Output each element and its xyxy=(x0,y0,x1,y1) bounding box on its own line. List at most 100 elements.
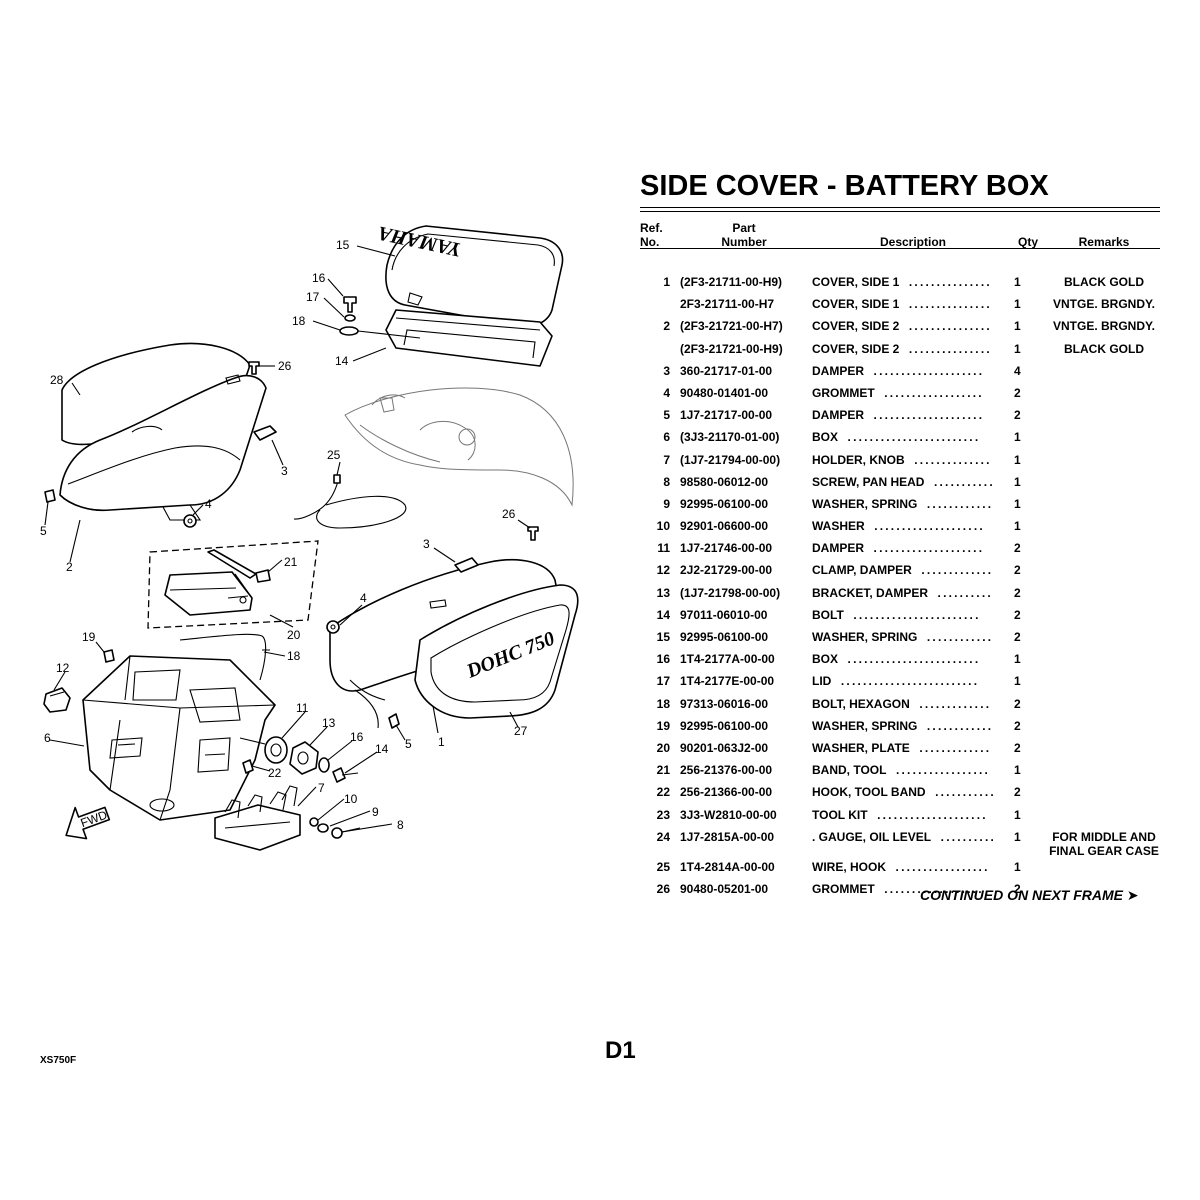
part-grommet-left xyxy=(183,514,197,528)
part-number-cell: 1J7-21717-00-00 xyxy=(680,408,773,423)
qty-cell: 1 xyxy=(1014,452,1021,467)
title-rule-bottom xyxy=(640,211,1160,212)
part-number-cell: 97011-06010-00 xyxy=(680,607,768,622)
callout-19: 17 xyxy=(306,290,320,304)
callout-22a: 19 xyxy=(82,630,96,644)
callout-5a: 5 xyxy=(40,524,47,538)
part-grommet-top xyxy=(248,361,260,375)
qty-cell: 1 xyxy=(1014,652,1021,667)
qty-cell: 1 xyxy=(1014,275,1021,289)
remarks-cell xyxy=(1048,628,1160,650)
remarks-cell xyxy=(1048,672,1160,694)
callout-28: 28 xyxy=(50,373,64,387)
part-number-cell: 92995-06100-00 xyxy=(680,718,769,733)
qty-cell: 2 xyxy=(1014,563,1021,578)
callout-14: 14 xyxy=(375,742,389,756)
description-cell: DAMPER .................... xyxy=(812,541,985,556)
qty-cell: 2 xyxy=(1014,607,1021,622)
model-code: XS750F xyxy=(40,1055,77,1066)
part-bolt-14 xyxy=(332,767,359,783)
part-grommet-right xyxy=(326,620,340,634)
title-rule-top xyxy=(640,207,1160,208)
page-title: SIDE COVER - BATTERY BOX xyxy=(640,170,1049,202)
description-cell: WASHER, PLATE ............. xyxy=(812,740,992,755)
remarks-cell xyxy=(1048,451,1160,473)
callout-25: 25 xyxy=(327,448,341,462)
callout-22b: 22 xyxy=(268,766,282,780)
callout-23: 20 xyxy=(287,628,301,642)
remarks-cell xyxy=(1048,406,1160,428)
callout-21: 18 xyxy=(287,649,301,663)
description-cell: WASHER .................... xyxy=(812,519,985,534)
remarks-cell xyxy=(1048,739,1160,761)
part-wire-hook xyxy=(293,474,407,529)
part-bracket-damper xyxy=(289,741,319,775)
callout-3b: 3 xyxy=(423,537,430,551)
description-cell: WASHER, SPRING ............ xyxy=(812,630,994,644)
ref-cell xyxy=(640,295,676,317)
part-number-cell: (2F3-21721-00-H7) xyxy=(680,319,783,334)
ref-cell: 2 xyxy=(663,319,670,334)
remarks-cell xyxy=(1048,384,1160,406)
part-number-cell: 1T4-2177E-00-00 xyxy=(680,674,775,689)
description-cell: DAMPER .................... xyxy=(812,408,985,423)
parts-table-body: 1(2F3-21711-00-H9)COVER, SIDE 1 ........… xyxy=(640,252,1160,902)
ref-cell: 6 xyxy=(663,430,670,445)
description-cell: HOOK, TOOL BAND ........... xyxy=(812,785,996,800)
callout-16: 14 xyxy=(335,354,349,368)
part-damper-11 xyxy=(239,736,288,764)
callout-13: 13 xyxy=(322,716,336,730)
description-cell: SCREW, PAN HEAD ........... xyxy=(812,474,995,489)
qty-cell: 1 xyxy=(1014,496,1021,511)
remarks-cell xyxy=(1048,783,1160,805)
ref-cell: 7 xyxy=(663,452,670,467)
part-screw-8 xyxy=(331,827,361,839)
fwd-label: FWD xyxy=(79,808,110,831)
description-cell: COVER, SIDE 1 ............... xyxy=(812,297,992,312)
callout-26a: 26 xyxy=(278,359,292,373)
qty-cell: 2 xyxy=(1014,785,1021,800)
ref-cell: 14 xyxy=(656,607,670,622)
page-number: D1 xyxy=(605,1037,636,1064)
callout-27: 27 xyxy=(514,724,528,738)
callout-10: 10 xyxy=(344,792,358,806)
description-cell: BAND, TOOL ................. xyxy=(812,763,991,778)
part-hook-lower xyxy=(242,759,254,774)
part-washer-15 xyxy=(318,757,330,773)
header-description: Description xyxy=(879,235,946,249)
callout-4a: 4 xyxy=(205,497,212,511)
remarks-cell: VNTGE. BRGNDY. xyxy=(1052,319,1155,334)
qty-cell: 2 xyxy=(1014,881,1021,896)
description-cell: BRACKET, DAMPER .......... xyxy=(812,585,993,600)
part-number-cell: 92995-06100-00 xyxy=(680,496,769,511)
ref-cell: 8 xyxy=(663,474,670,489)
table-row: 6(3J3-21170-01-00)BOX ..................… xyxy=(640,428,1160,450)
qty-cell: 2 xyxy=(1014,385,1021,400)
qty-cell: 1 xyxy=(1014,297,1021,312)
remarks-cell xyxy=(1048,362,1160,384)
qty-cell: 2 xyxy=(1014,585,1021,600)
part-number-cell: (2F3-21721-00-H9) xyxy=(680,341,783,356)
part-side-cover-1 xyxy=(59,342,267,521)
description-cell: COVER, SIDE 1 ............... xyxy=(812,275,992,289)
part-grommet-26-right xyxy=(527,526,539,541)
ref-cell: 13 xyxy=(656,585,670,600)
exploded-parts-diagram: YAMAHA xyxy=(40,222,579,851)
description-cell: BOX ........................ xyxy=(812,430,981,445)
callout-6: 6 xyxy=(44,731,51,745)
qty-cell: 1 xyxy=(1014,829,1021,844)
callout-12: 12 xyxy=(56,661,70,675)
callout-20: 18 xyxy=(292,314,306,328)
